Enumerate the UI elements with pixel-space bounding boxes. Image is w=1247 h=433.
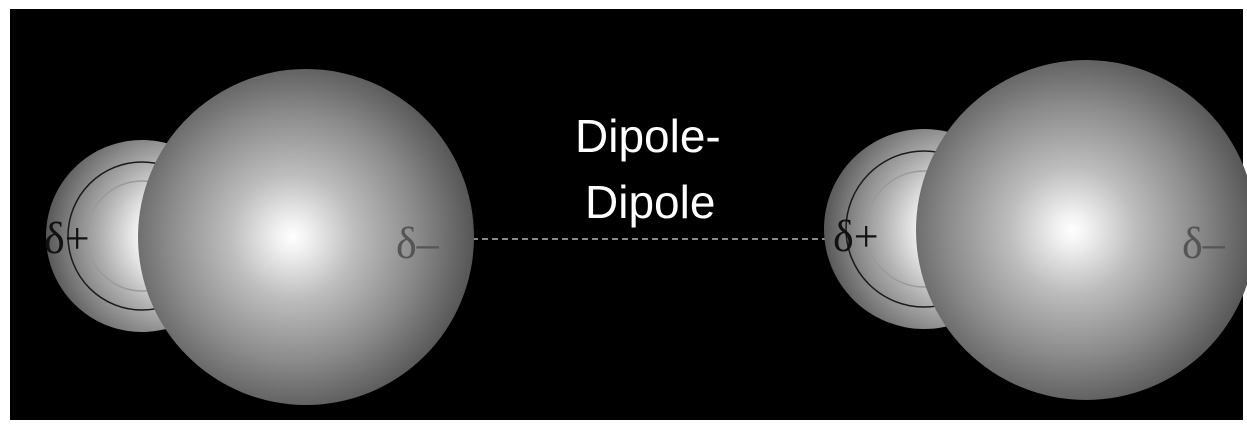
left-hydrogen-charge-label: δ+ [44, 214, 90, 263]
left-chlorine-charge-label: δ– [396, 219, 440, 268]
caption-line-2: Dipole [585, 176, 715, 228]
right-chlorine-charge-label: δ– [1182, 219, 1226, 268]
right-hydrogen-charge-label: δ+ [833, 212, 879, 261]
caption-line-1: Dipole- [575, 110, 721, 162]
